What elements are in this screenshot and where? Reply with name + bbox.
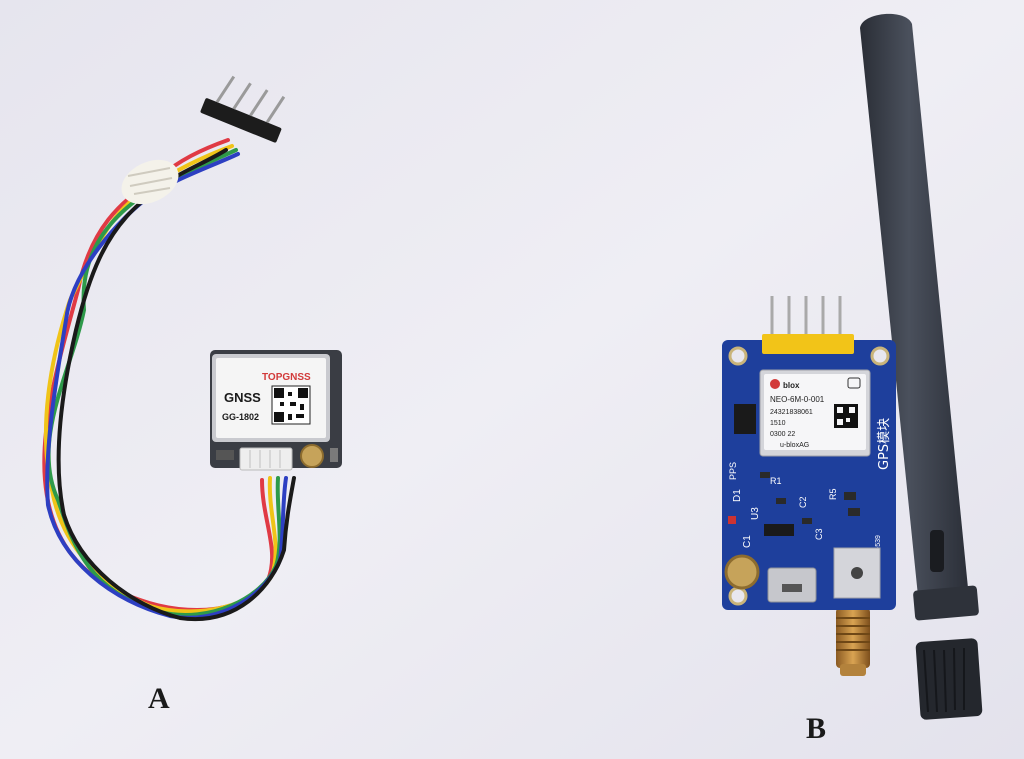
figure-label-a: A [148,682,170,715]
c2-label: C2 [798,496,808,508]
gnss-module-a: TOPGNSS GNSS GG-1802 [42,75,342,622]
chip-brand: blox [783,381,800,390]
gnss-brand: TOPGNSS [262,372,311,383]
pin-header-b [762,296,854,354]
gnss-product: GNSS [224,390,261,405]
r1-label: R1 [770,476,782,486]
chip-line3: 1510 [770,420,786,427]
sma-connector [836,608,870,676]
qr-code [271,385,311,425]
ic-u3 [734,404,756,434]
r5-label: R5 [828,488,838,500]
c1-label: C1 [742,535,753,548]
gnss-board: TOPGNSS GNSS GG-1802 [210,350,342,471]
figure-label-b: B [806,712,827,745]
chip-maker: u-bloxAG [780,442,809,449]
gps-pcb: blox NEO-6M-0-001 24321838061 1510 0300 … [722,296,896,610]
chip-line4: 0300 22 [770,431,795,438]
rubber-duck-antenna [860,13,983,720]
board-title: GPS模块 [877,418,892,470]
neo6m-chip: blox NEO-6M-0-001 24321838061 1510 0300 … [759,369,871,457]
u3-label: U3 [750,507,761,520]
tape-wrap [121,159,179,205]
c3-label: C3 [814,528,824,540]
gps-module-b: blox NEO-6M-0-001 24321838061 1510 0300 … [722,13,983,720]
chip-model: NEO-6M-0-001 [770,395,825,404]
d1-label: D1 [732,489,743,502]
chip-serial: 24321838061 [770,409,813,416]
gnss-model: GG-1802 [222,412,259,422]
backup-battery [300,444,324,468]
coin-cell [724,554,760,590]
board-code: RM-539 [875,535,882,560]
pps-label: PPS [728,462,738,480]
pin-header-a [200,75,286,143]
jst-connector [239,447,293,471]
